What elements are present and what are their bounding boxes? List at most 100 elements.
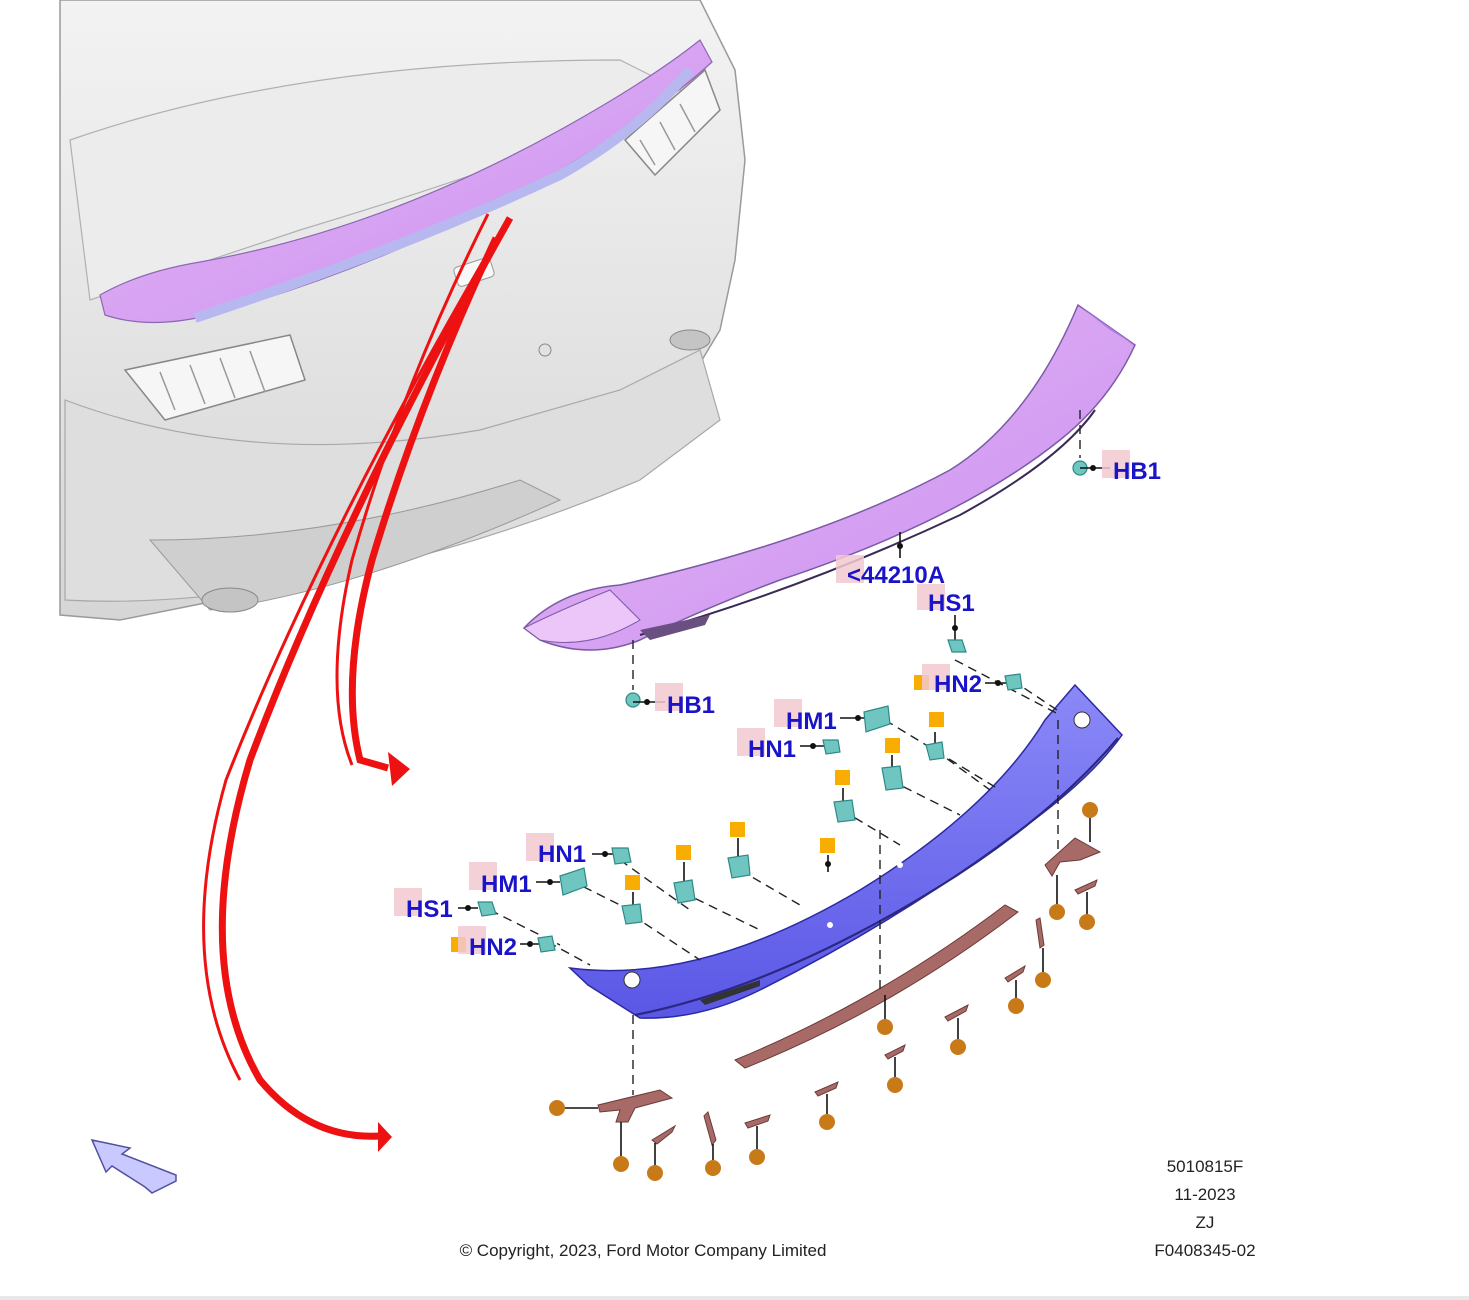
clip-fastener-icon: [985, 673, 1023, 691]
nut-icon: [877, 995, 893, 1035]
copyright-notice: © Copyright, 2023, Ford Motor Company Li…: [460, 1241, 827, 1260]
orange-square-marker-icon: [676, 845, 691, 860]
nut-icon: [749, 1126, 765, 1165]
camera-icon: [538, 343, 552, 357]
callout-hn1-upper: HN1: [748, 736, 796, 763]
reinforcement-bar-edge: [634, 737, 1119, 1017]
callout-labels: HB1 <44210A HS1 HN2 HB1 HM1 HN1 HN1 HM1 …: [394, 450, 1161, 961]
nut-icon: [647, 1143, 663, 1181]
spoiler-left-tip: [523, 589, 641, 643]
leader-arrow-lower: [218, 216, 514, 1140]
clip-fastener-icon: [800, 739, 841, 755]
orange-square-marker-icon: [835, 770, 850, 785]
reinforcement-bar: [567, 683, 1123, 1019]
nut-icon: [887, 1057, 903, 1093]
spoiler-underside-detail: [640, 615, 710, 640]
orange-square-marker-icon: [885, 738, 900, 753]
callout-hb1-right: HB1: [1113, 458, 1161, 485]
trim-clip-3: [744, 1114, 771, 1129]
leader-arrowhead-lower: [378, 1122, 392, 1152]
bar-lower-flange: [700, 980, 760, 1005]
left-tail-lamp: [123, 334, 306, 421]
trim-clip-7: [1004, 964, 1026, 983]
nut-icon: [1049, 875, 1065, 920]
nuts: [549, 802, 1098, 1181]
part-leader: [897, 532, 903, 558]
exploded-spoiler: [522, 303, 1136, 651]
illustration-code: ZJ: [1196, 1213, 1215, 1232]
clip-fastener-icon: [621, 892, 643, 925]
reinforcement-bar-body: [567, 683, 1123, 1019]
trim-strips: [597, 837, 1102, 1147]
clip-fastener-icon: [536, 867, 588, 896]
callout-hm1-lower: HM1: [481, 871, 532, 898]
leader-arrowhead-upper: [388, 752, 410, 786]
page-bottom-rule: [0, 1296, 1469, 1300]
nut-icon: [1079, 892, 1095, 930]
nut-icon: [1008, 980, 1024, 1014]
nut-icon: [705, 1144, 721, 1176]
nut-icon: [819, 1094, 835, 1130]
left-exhaust-tip: [201, 587, 259, 613]
callout-hn2-lower: HN2: [469, 934, 517, 961]
clip-fastener-icon: [458, 901, 497, 917]
orange-square-marker-icon: [625, 875, 640, 890]
spoiler-trailing-edge: [639, 409, 1096, 636]
illustration-date: 11-2023: [1174, 1185, 1235, 1204]
clip-fastener-icon: [925, 732, 945, 761]
bar-hole-mid-1: [827, 922, 833, 928]
callout-hn1-lower: HN1: [538, 841, 586, 868]
right-exhaust-tip: [669, 329, 711, 351]
clip-fastener-icon: [592, 847, 632, 865]
orange-square-marker-icon: [730, 822, 745, 837]
leader-arrow-upper-outline: [335, 213, 490, 766]
trim-clip-9: [1074, 879, 1098, 895]
nut-icon: [1035, 948, 1051, 988]
nut-icon: [1082, 802, 1098, 842]
trim-clip-1: [651, 1124, 677, 1145]
trim-clip-4: [814, 1081, 839, 1097]
figure-id: F0408345-02: [1154, 1241, 1255, 1260]
illustration-number: 5010815F: [1167, 1157, 1244, 1176]
orange-square-marker-icon: [820, 838, 835, 853]
trim-bracket-right: [1044, 837, 1102, 877]
bar-hole-left: [623, 971, 641, 989]
clip-fastener-icon: [1072, 460, 1110, 476]
trim-clip-8: [1035, 917, 1045, 949]
orange-square-marker-icon: [929, 712, 944, 727]
trim-clip-2: [703, 1111, 717, 1147]
callout-hb1-left: HB1: [667, 692, 715, 719]
clip-fastener-icon: [840, 705, 891, 733]
clip-fastener-icon: [673, 862, 696, 904]
clip-fastener-icon: [947, 615, 967, 653]
right-tail-lamp: [623, 68, 721, 177]
installed-spoiler-lower-edge: [193, 66, 694, 323]
trim-strip-long: [734, 904, 1019, 1069]
bar-hole-right: [1073, 711, 1091, 729]
nut-icon: [613, 1122, 629, 1172]
leader-arrow-upper: [348, 236, 500, 772]
nut-icon: [950, 1018, 966, 1055]
trim-bracket-left: [597, 1089, 674, 1123]
callout-hs1-top: HS1: [928, 590, 975, 617]
vehicle-rear-view: [59, 0, 746, 621]
front-direction-arrow-icon: [90, 1138, 177, 1194]
callout-hm1-upper: HM1: [786, 708, 837, 735]
red-leader-arrows: [202, 213, 514, 1152]
clip-fastener-icon: [727, 838, 751, 879]
nut-icon: [549, 1100, 598, 1116]
callout-hs1-lower: HS1: [406, 896, 453, 923]
clip-fastener-icon: [833, 788, 856, 823]
leader-arrow-lower-outline: [202, 231, 502, 1081]
bar-hole-mid-2: [897, 862, 903, 868]
square-markers: [451, 675, 944, 952]
fasteners: [458, 460, 1110, 953]
clip-fastener-icon: [520, 935, 556, 953]
clip-fastener-icon: [825, 855, 831, 872]
callout-hn2-right: HN2: [934, 671, 982, 698]
clip-fastener-icon: [881, 755, 904, 791]
spoiler-end-cap: [1078, 305, 1135, 345]
trim-clip-6: [944, 1003, 969, 1022]
trim-clip-5: [884, 1044, 906, 1060]
